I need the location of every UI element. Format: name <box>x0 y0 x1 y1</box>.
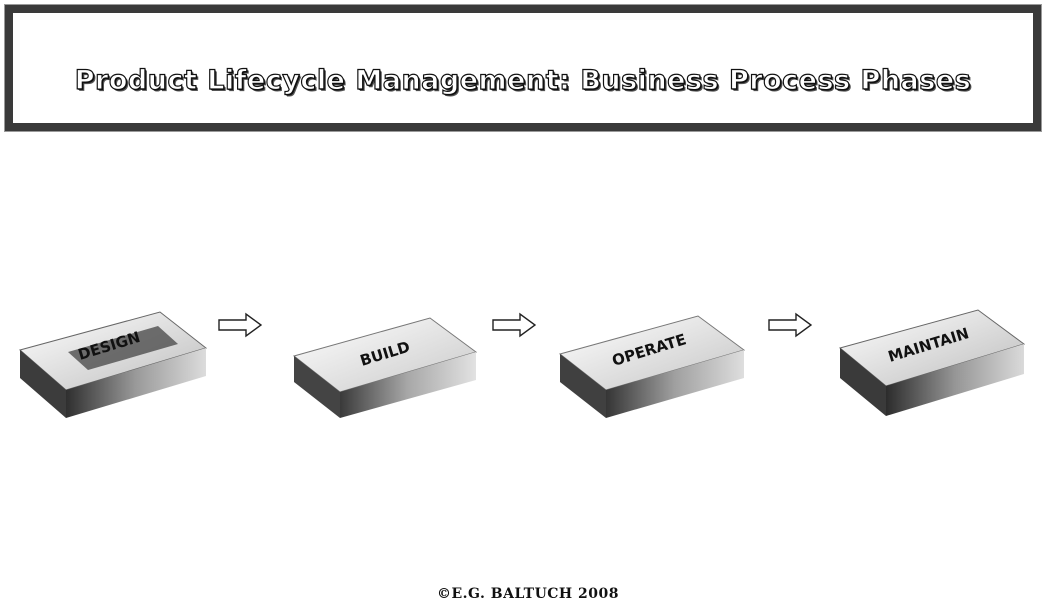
copyright-footer: ©E.G. BALTUCH 2008 <box>437 586 619 602</box>
arrow-right-icon <box>768 312 812 338</box>
phase-box-design: DESIGN <box>18 300 208 420</box>
phase-box-operate: OPERATE <box>556 300 746 420</box>
arrow-right-icon <box>492 312 536 338</box>
phase-box-build: BUILD <box>290 300 480 420</box>
phase-box-maintain: MAINTAIN <box>838 300 1028 420</box>
page-title: Product Lifecycle Management: Business P… <box>74 64 972 96</box>
arrow-right-icon <box>218 312 262 338</box>
title-banner: Product Lifecycle Management: Business P… <box>4 4 1042 132</box>
